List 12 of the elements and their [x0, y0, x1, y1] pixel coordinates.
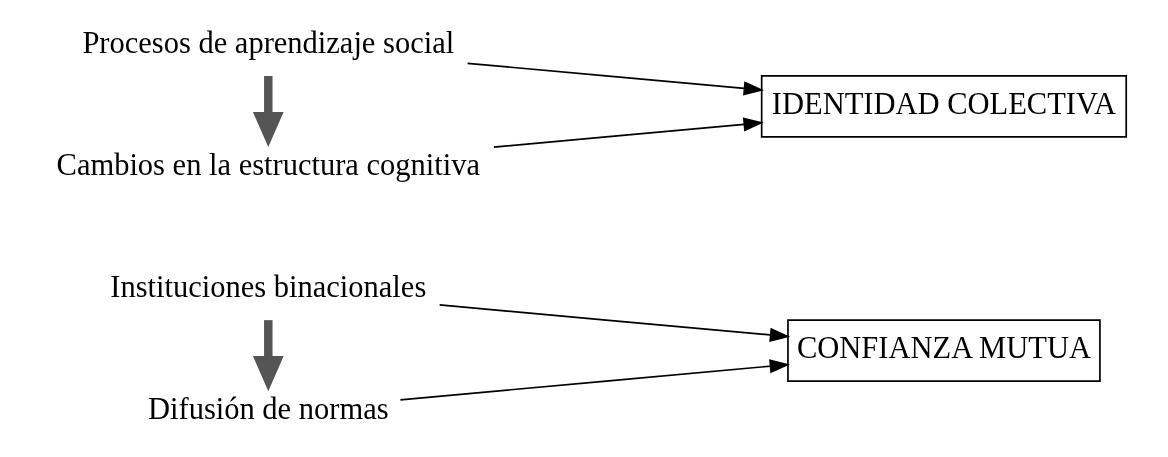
arrow: [492, 117, 764, 148]
arrow: [252, 76, 284, 148]
arrow: [438, 304, 790, 343]
node-text: Cambios en la estructura cognitiva: [56, 147, 480, 182]
node-text: Instituciones binacionales: [109, 270, 426, 304]
node-text: Procesos de aprendizaje social: [81, 25, 454, 60]
node-box: IDENTIDAD COLECTIVA: [760, 75, 1127, 138]
node-box: CONFIANZA MUTUA: [786, 319, 1101, 382]
node-text: Difusión de normas: [147, 392, 389, 427]
arrow: [252, 320, 284, 392]
arrow: [399, 359, 790, 401]
arrow: [466, 62, 764, 96]
